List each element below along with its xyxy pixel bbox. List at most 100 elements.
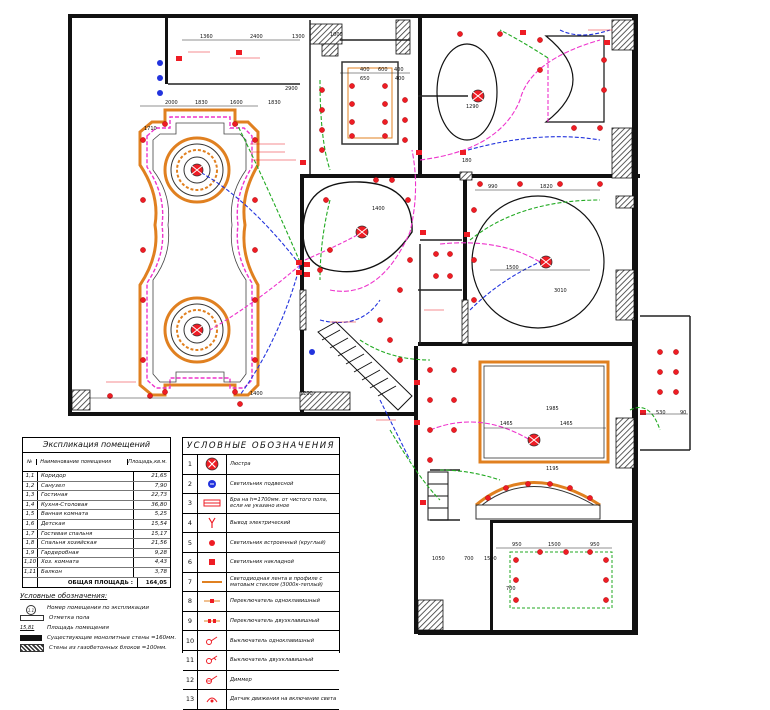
legend-description: Светодиодная лента в профиле с матовым с…: [230, 575, 323, 588]
legend-description: Выключатель одноклавишный: [230, 637, 314, 644]
annotations: [106, 29, 612, 421]
room-number: 1,4: [23, 500, 38, 510]
double-breaker-icon: [198, 650, 227, 670]
hatched-walls: [71, 19, 635, 631]
legend-description: Вывод электрический: [230, 520, 291, 527]
room-area: 9,28: [154, 549, 167, 556]
room-number: 1,1: [23, 472, 38, 481]
note-floor-mark: Отметка пола: [20, 613, 180, 623]
room-name: Гостевая спальня: [38, 529, 134, 539]
floor-mark-icon: [20, 615, 44, 621]
legend-number: 3: [183, 494, 198, 513]
dimmer-icon: [198, 670, 227, 690]
legend-description: Люстра: [230, 461, 251, 468]
room-area: 15,17: [151, 530, 167, 537]
electric-outlet-icon: [198, 513, 227, 533]
dimension-label: 1050: [432, 556, 445, 562]
dimension-label: 1985: [546, 406, 559, 412]
dimension-label: 700: [464, 556, 474, 562]
pendant-lights: [157, 60, 315, 355]
legend-item: 3 Бра на h=1700мм. от чистого пола, если …: [183, 494, 339, 514]
col-number: №: [23, 459, 38, 465]
dimension-label: 1290: [466, 104, 479, 110]
room-area: 7,90: [154, 482, 167, 489]
single-breaker-icon: [198, 631, 227, 650]
notes-title: Условные обозначения:: [20, 592, 108, 600]
room-name: Гардеробная: [38, 548, 134, 558]
dimension-label: 1710: [144, 126, 157, 132]
room-number: 1,10: [23, 558, 38, 567]
legend-description: Светильник накладной: [230, 559, 294, 566]
double-switch-icon: [198, 611, 227, 631]
room-area: 15,54: [151, 520, 167, 527]
legend-number: 12: [183, 670, 198, 690]
dimension-label: 1300: [292, 34, 305, 40]
dimension-label: 990: [488, 184, 498, 190]
dimension-label: 2000: [165, 100, 178, 106]
room-name: Спальня хозяйская: [38, 539, 134, 548]
rooms-table-title: Экспликация помещений: [23, 438, 170, 453]
legend-description: Бра на h=1700мм. от чистого пола, если н…: [230, 497, 328, 510]
dimension-label: 400: [394, 67, 404, 73]
motion-sensor-icon: [198, 690, 227, 709]
dimension-label: 1465: [560, 421, 573, 427]
dimension-label: 1830: [268, 100, 281, 106]
legend-description: Светильник подвесной: [230, 480, 294, 487]
dimension-label: 1500: [548, 542, 561, 548]
dimension-label: 1000: [330, 32, 343, 38]
legend-description: Переключатель двухклавишный: [230, 618, 320, 625]
dimension-label: 1400: [250, 391, 263, 397]
legend-number: 2: [183, 474, 198, 494]
surface-light-icon: [198, 552, 227, 572]
legend-number: 7: [183, 572, 198, 592]
notation-notes: Условные обозначения: 1.1 Номер помещени…: [20, 592, 180, 653]
chandeliers: [190, 89, 553, 447]
chandelier-icon: [539, 255, 553, 269]
area-mark: 15,81: [20, 625, 35, 631]
recessed-light-icon: [198, 533, 227, 552]
rooms-table-header: № Наименование помещения Площадь,кв.м.: [23, 453, 170, 472]
legend-number: 5: [183, 533, 198, 552]
single-switch-icon: [198, 592, 227, 611]
legend-title: УСЛОВНЫЕ ОБОЗНАЧЕНИЯ: [183, 438, 339, 455]
room-name: Хоз. комната: [38, 558, 134, 567]
room-number: 1,5: [23, 510, 38, 519]
dimension-label: 1500: [506, 265, 519, 271]
legend-item: 7 Светодиодная лента в профиле с матовым …: [183, 572, 339, 593]
steps-block: [427, 471, 449, 521]
kitchen-bulkhead: [341, 61, 613, 609]
switches: [176, 30, 646, 505]
led-strip-icon: [198, 572, 227, 592]
pendant-light-icon: [198, 474, 227, 494]
room-number: 1,8: [23, 539, 38, 548]
dimension-lines: [90, 39, 688, 549]
interior-partitions: [168, 20, 691, 521]
legend-description: Выключатель двухклавишный: [230, 657, 314, 664]
dimension-label: 1195: [546, 466, 559, 472]
room-name: Санузел: [38, 481, 134, 491]
room-number: 1,7: [23, 529, 38, 539]
dimension-label: 1360: [200, 34, 213, 40]
room-number: 1,6: [23, 519, 38, 529]
dimension-label: 1465: [500, 421, 513, 427]
monolithic-wall-swatch: [20, 635, 42, 641]
recessed-spotlights: [107, 31, 679, 603]
note-room-area: 15,81 Площадь помещения: [20, 625, 109, 631]
room-ceilings: [302, 35, 605, 329]
room-area: 3,78: [154, 568, 167, 575]
dimension-label: 1200: [300, 391, 313, 397]
